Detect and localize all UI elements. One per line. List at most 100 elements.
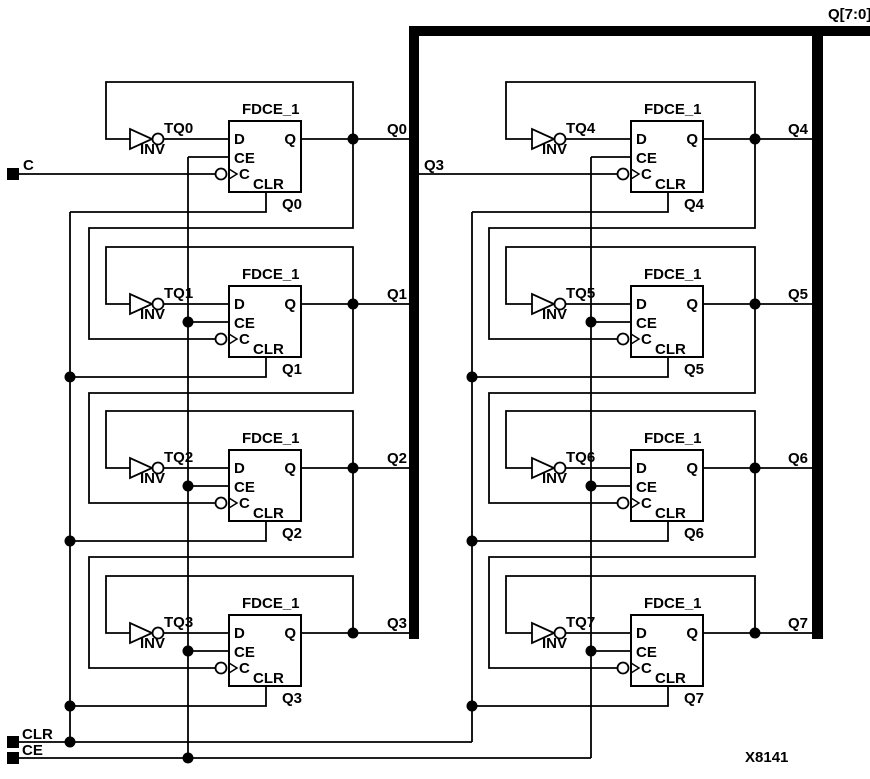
inverter-bubble-icon-5 bbox=[553, 297, 567, 311]
q-net-label-7: Q7 bbox=[788, 615, 808, 632]
tq-net-label-2: TQ2 bbox=[164, 449, 193, 466]
bus-vertical-center bbox=[409, 26, 419, 639]
instance-label-5: Q5 bbox=[684, 361, 704, 378]
tq-net-label-7: TQ7 bbox=[566, 614, 595, 631]
ff-box-7 bbox=[630, 614, 704, 687]
feedback-loop-4 bbox=[505, 81, 756, 140]
inverter-bubble-icon-3 bbox=[151, 626, 165, 640]
ff-title-2: FDCE_1 bbox=[242, 430, 300, 447]
pin-label-ce-4: CE bbox=[636, 150, 657, 167]
clr-leg-5 bbox=[472, 357, 669, 378]
pin-label-clr-6: CLR bbox=[655, 505, 686, 522]
instance-label-2: Q2 bbox=[282, 525, 302, 542]
pin-label-ce-7: CE bbox=[636, 644, 657, 661]
ff-title-7: FDCE_1 bbox=[644, 595, 702, 612]
clock-chain-wire-1 bbox=[88, 139, 354, 340]
tq-net-label-0: TQ0 bbox=[164, 120, 193, 137]
feedback-loop-3 bbox=[105, 575, 354, 634]
clock-bubble-icon-5 bbox=[616, 332, 630, 346]
clock-wedge-icon-3 bbox=[228, 662, 239, 674]
feedback-loop-2 bbox=[105, 410, 354, 469]
ff-title-6: FDCE_1 bbox=[644, 430, 702, 447]
inverter-bubble-icon-1 bbox=[151, 297, 165, 311]
clock-chain-wire-5 bbox=[488, 139, 756, 340]
pin-label-clr-2: CLR bbox=[253, 505, 284, 522]
pin-label-q-7: Q bbox=[686, 625, 698, 642]
feedback-loop-6 bbox=[505, 410, 756, 469]
pin-label-d-5: D bbox=[636, 296, 647, 313]
pin-label-c-7: C bbox=[641, 660, 652, 677]
clr-leg-0 bbox=[70, 192, 267, 213]
pin-label-q-6: Q bbox=[686, 460, 698, 477]
pin-label-c-4: C bbox=[641, 166, 652, 183]
input-pin-clr bbox=[7, 736, 19, 748]
input-pin-c bbox=[7, 168, 19, 180]
pin-label-d-0: D bbox=[234, 131, 245, 148]
ff-title-0: FDCE_1 bbox=[242, 101, 300, 118]
clr-leg-7 bbox=[472, 686, 669, 707]
inverter-bubble-icon-7 bbox=[553, 626, 567, 640]
pin-label-ce-5: CE bbox=[636, 315, 657, 332]
pin-label-q-4: Q bbox=[686, 131, 698, 148]
clock-wedge-icon-2 bbox=[228, 497, 239, 509]
clock-chain-wire-7 bbox=[488, 468, 756, 669]
clock-wedge-icon-1 bbox=[228, 333, 239, 345]
figure-id-label: X8141 bbox=[745, 749, 788, 766]
inv-label-0: INV bbox=[140, 141, 165, 158]
q-net-label-1: Q1 bbox=[387, 286, 407, 303]
pin-label-clr-3: CLR bbox=[253, 670, 284, 687]
clock-chain-wire-3 bbox=[88, 468, 354, 669]
inv-label-5: INV bbox=[542, 306, 567, 323]
input-ce-label: CE bbox=[22, 742, 43, 759]
bus-tap-label: Q3 bbox=[424, 157, 444, 174]
pin-label-q-5: Q bbox=[686, 296, 698, 313]
feedback-loop-7 bbox=[505, 575, 756, 634]
q-net-label-0: Q0 bbox=[387, 121, 407, 138]
pin-label-d-6: D bbox=[636, 460, 647, 477]
pin-label-clr-1: CLR bbox=[253, 341, 284, 358]
instance-label-3: Q3 bbox=[282, 690, 302, 707]
pin-label-d-7: D bbox=[636, 625, 647, 642]
inverter-bubble-icon-2 bbox=[151, 461, 165, 475]
pin-label-c-1: C bbox=[239, 331, 250, 348]
clr-leg-4 bbox=[472, 192, 669, 213]
q-net-label-4: Q4 bbox=[788, 121, 809, 138]
tq-net-label-5: TQ5 bbox=[566, 285, 595, 302]
pin-label-c-6: C bbox=[641, 495, 652, 512]
junction-dot bbox=[749, 627, 761, 639]
input-c-label: C bbox=[23, 157, 34, 174]
inv-label-3: INV bbox=[140, 635, 165, 652]
feedback-loop-1 bbox=[105, 246, 354, 305]
ff-title-1: FDCE_1 bbox=[242, 266, 300, 283]
pin-label-ce-0: CE bbox=[234, 150, 255, 167]
pin-label-clr-0: CLR bbox=[253, 176, 284, 193]
clr-leg-6 bbox=[472, 521, 669, 542]
clock-wedge-icon-7 bbox=[630, 662, 641, 674]
inverter-icon-0 bbox=[129, 127, 155, 151]
inv-label-4: INV bbox=[542, 141, 567, 158]
pin-label-clr-7: CLR bbox=[655, 670, 686, 687]
instance-label-4: Q4 bbox=[684, 196, 705, 213]
ff-box-3 bbox=[228, 614, 302, 687]
clock-chain-wire-6 bbox=[488, 304, 756, 504]
clock-bubble-icon-4 bbox=[616, 167, 630, 181]
clock-wedge-icon-6 bbox=[630, 497, 641, 509]
clock-bubble-icon-6 bbox=[616, 496, 630, 510]
clock-bubble-icon-0 bbox=[214, 167, 228, 181]
tq-net-label-1: TQ1 bbox=[164, 285, 193, 302]
pin-label-q-1: Q bbox=[284, 296, 296, 313]
instance-label-0: Q0 bbox=[282, 196, 302, 213]
input-pin-ce bbox=[7, 752, 19, 764]
input-clr-label: CLR bbox=[22, 726, 53, 743]
clock-bubble-icon-7 bbox=[616, 661, 630, 675]
inverter-bubble-icon-6 bbox=[553, 461, 567, 475]
inv-label-2: INV bbox=[140, 470, 165, 487]
bus-horizontal-top bbox=[409, 26, 870, 36]
inverter-icon-1 bbox=[129, 292, 155, 316]
tq-net-label-6: TQ6 bbox=[566, 449, 595, 466]
q-net-label-2: Q2 bbox=[387, 450, 407, 467]
pin-label-q-3: Q bbox=[284, 625, 296, 642]
clock-wedge-icon-5 bbox=[630, 333, 641, 345]
ff-title-5: FDCE_1 bbox=[644, 266, 702, 283]
